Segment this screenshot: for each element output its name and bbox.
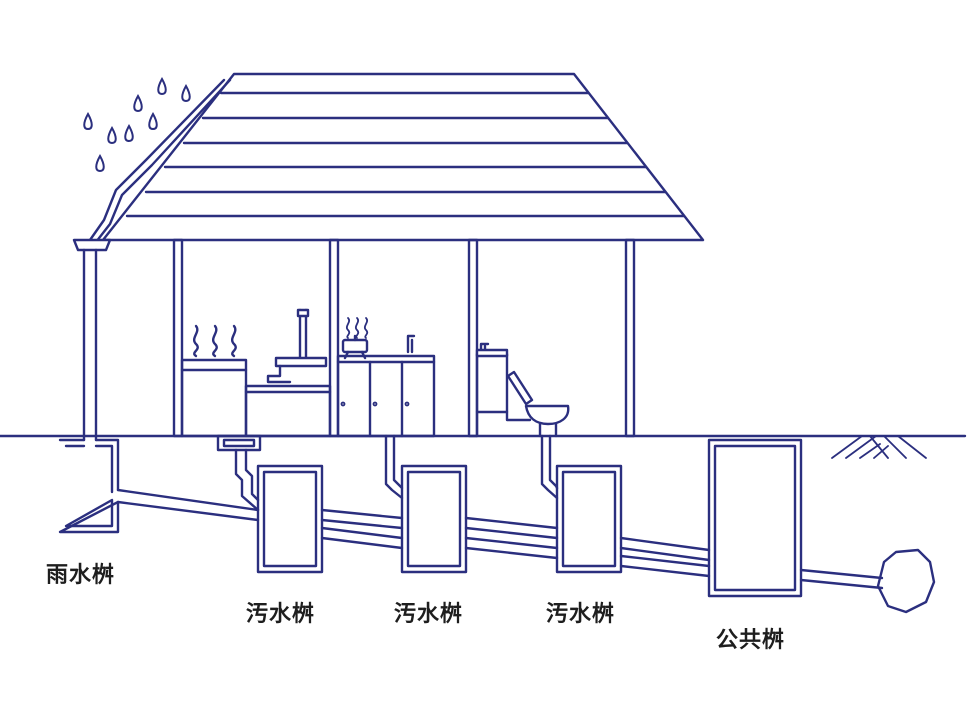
rain-drop xyxy=(95,153,105,173)
rain-drop xyxy=(181,83,191,103)
rain-drop xyxy=(133,93,143,113)
public-basin-label: 公共桝 xyxy=(716,628,786,653)
public-basin-shape xyxy=(707,438,803,598)
rain-drop xyxy=(157,76,167,96)
sewage-basin-label: 汚水桝 xyxy=(546,602,616,627)
vertical-drains xyxy=(216,434,559,512)
drain-pipes xyxy=(116,488,884,590)
rain-drop xyxy=(148,111,158,131)
sewage-basins xyxy=(256,464,623,574)
rainwater-basin-label: 雨水桝 xyxy=(46,563,116,588)
bathroom xyxy=(180,308,332,438)
kitchen xyxy=(336,317,436,438)
main-sewer-pipe xyxy=(876,548,936,614)
rain-drop xyxy=(124,123,134,143)
rainwater-basin-shape xyxy=(58,438,120,534)
rain-drop xyxy=(107,125,117,145)
sewage-basin-label: 汚水桝 xyxy=(394,602,464,627)
rain-drops xyxy=(83,76,191,173)
rain-gutter-downspout xyxy=(72,78,232,442)
rain-drop xyxy=(83,111,93,131)
roof xyxy=(101,72,705,242)
ground xyxy=(0,434,967,459)
toilet xyxy=(475,342,570,438)
sewage-basin-label: 汚水桝 xyxy=(246,602,316,627)
